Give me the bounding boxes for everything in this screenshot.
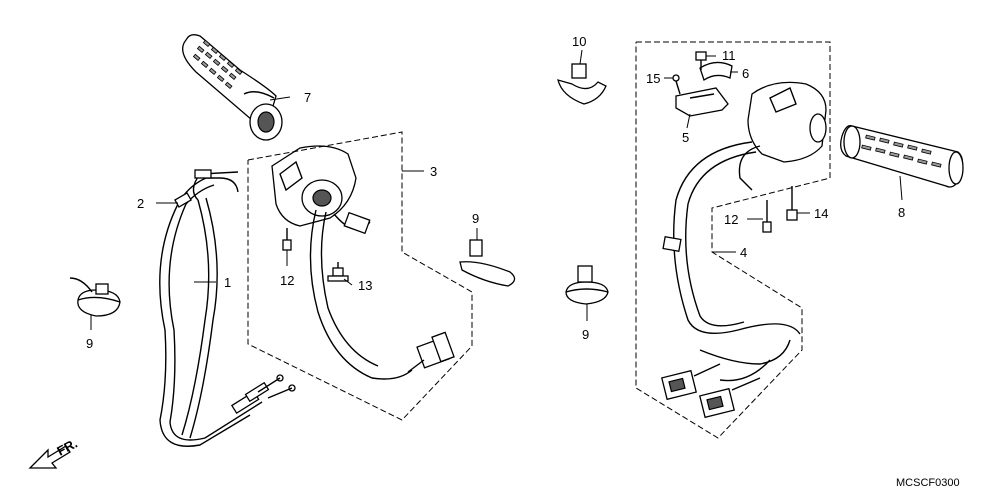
band-part-9-right (565, 265, 609, 305)
screw-part-13 (327, 262, 349, 282)
callout-8: 8 (898, 205, 905, 220)
clamp-part-6 (699, 61, 733, 82)
left-switch-assembly-outline (247, 131, 473, 421)
front-direction-arrow-icon (28, 445, 71, 469)
screw-part-14 (786, 186, 798, 221)
callout-10: 10 (572, 34, 586, 49)
right-handlebar-switch-part (660, 81, 827, 419)
callout-6: 6 (742, 66, 749, 81)
screw-part-12-right (762, 200, 772, 233)
diagram-code: MCSCF0300 (896, 477, 960, 489)
callout-12-left: 12 (280, 273, 294, 288)
callout-3: 3 (430, 164, 437, 179)
band-part-10 (557, 63, 607, 105)
callout-11: 11 (722, 48, 736, 63)
callout-9-left: 9 (86, 336, 93, 351)
handlebar-grip-part (840, 125, 964, 188)
callout-9-middle: 9 (472, 211, 479, 226)
right-switch-assembly-outline (635, 41, 831, 439)
callout-4: 4 (740, 245, 747, 260)
bracket-part-5 (675, 87, 729, 117)
callout-12-right: 12 (724, 212, 738, 227)
callout-9-right: 9 (582, 327, 589, 342)
callout-7: 7 (304, 90, 311, 105)
callout-15: 15 (646, 71, 660, 86)
callout-14: 14 (814, 206, 828, 221)
band-part-9-left (69, 277, 121, 317)
left-handlebar-switch-part (271, 145, 455, 380)
throttle-grip-part (182, 34, 283, 141)
throttle-cable-part (159, 169, 296, 447)
screw-part-12-left (282, 228, 292, 251)
screw-part-15 (672, 74, 681, 95)
callout-2: 2 (137, 196, 144, 211)
callout-13: 13 (358, 278, 372, 293)
band-part-9-middle (459, 239, 516, 287)
callout-5: 5 (682, 130, 689, 145)
leader-lines (90, 49, 903, 330)
callout-1: 1 (224, 275, 231, 290)
